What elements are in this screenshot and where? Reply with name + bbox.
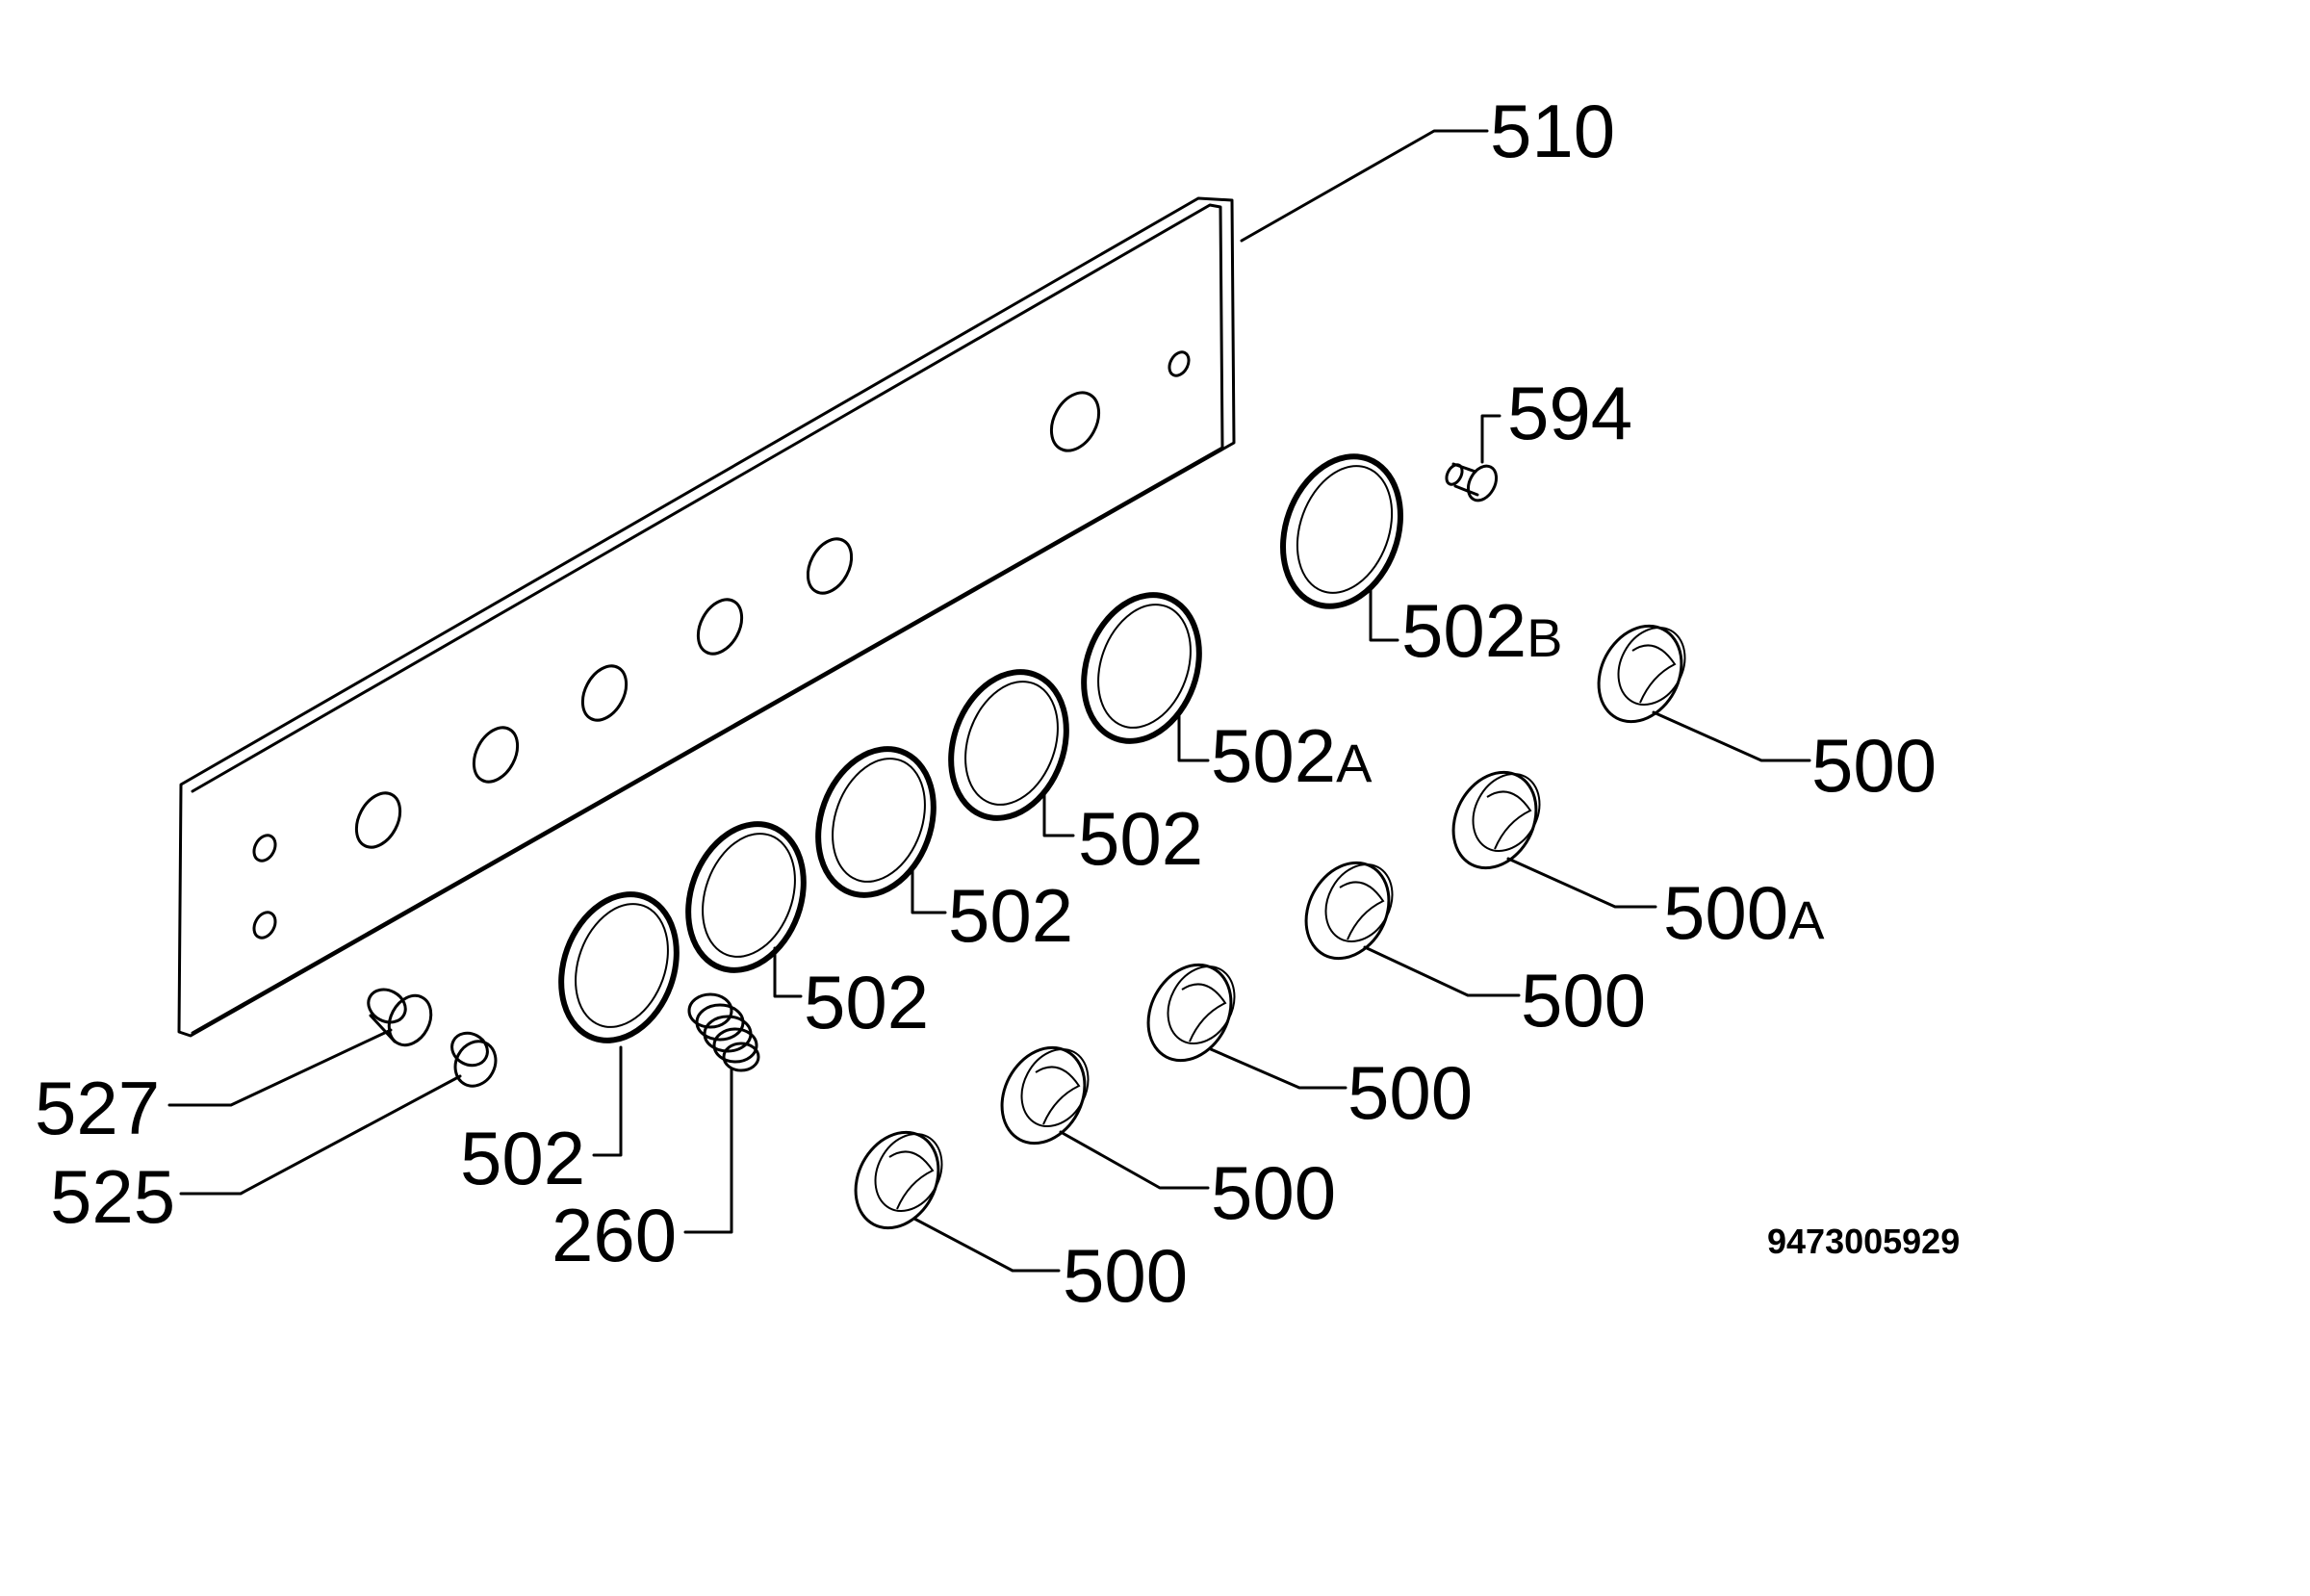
label-502-1: 502 xyxy=(1078,796,1203,881)
label-502-2: 502 xyxy=(948,873,1073,958)
leader-500-5 xyxy=(1059,1130,1210,1190)
leader-500-4 xyxy=(1209,1047,1348,1090)
label-502a: 502A xyxy=(1211,713,1373,798)
leader-502b xyxy=(1369,587,1399,642)
screw-594 xyxy=(1445,462,1499,502)
label-500a: 500A xyxy=(1663,870,1825,955)
bezel-ring-502-4 xyxy=(558,891,680,1043)
leader-502-2 xyxy=(911,868,947,914)
leader-510 xyxy=(1240,129,1489,243)
leader-594 xyxy=(1480,414,1502,464)
leader-527 xyxy=(167,1028,393,1107)
bezel-ring-502b xyxy=(1280,453,1403,609)
leader-525 xyxy=(179,1074,462,1196)
lamp-525 xyxy=(450,1031,498,1088)
bezel-ring-502-3 xyxy=(685,821,807,973)
label-502-3: 502 xyxy=(804,960,929,1044)
label-510: 510 xyxy=(1490,89,1615,173)
knob-500-top xyxy=(1597,624,1686,724)
lamp-527 xyxy=(367,988,433,1047)
spring-260 xyxy=(687,992,760,1072)
leader-260 xyxy=(683,1067,733,1234)
knob-500-3 xyxy=(1304,861,1394,961)
leader-502-4 xyxy=(592,1045,623,1157)
leader-502-3 xyxy=(773,946,803,998)
document-number: 9473005929 xyxy=(1767,1222,1960,1261)
leader-500-3 xyxy=(1363,945,1521,997)
label-525: 525 xyxy=(50,1154,175,1239)
label-594: 594 xyxy=(1507,371,1632,455)
bezel-ring-502-1 xyxy=(948,669,1069,821)
leader-502-1 xyxy=(1042,791,1075,837)
label-527: 527 xyxy=(35,1066,160,1150)
leader-500-6 xyxy=(912,1217,1061,1273)
control-panel-510 xyxy=(177,196,1236,1038)
knob-500-5 xyxy=(1000,1045,1090,1146)
label-502-4: 502 xyxy=(460,1116,585,1200)
label-500-4: 500 xyxy=(1348,1050,1473,1135)
knob-500-4 xyxy=(1146,963,1236,1063)
bezel-ring-502-2 xyxy=(815,746,937,898)
label-502b: 502B xyxy=(1401,588,1563,673)
label-260: 260 xyxy=(552,1193,677,1277)
knob-500-6 xyxy=(854,1130,943,1230)
label-500-6: 500 xyxy=(1063,1233,1188,1318)
label-500-5: 500 xyxy=(1211,1150,1336,1235)
label-500-top: 500 xyxy=(1811,723,1937,808)
leader-500-top xyxy=(1652,710,1811,762)
label-500-3: 500 xyxy=(1521,958,1646,1043)
bezel-ring-502a xyxy=(1081,592,1202,744)
leader-500a xyxy=(1506,857,1657,909)
leader-502a xyxy=(1177,714,1210,762)
knob-500a xyxy=(1451,770,1541,870)
